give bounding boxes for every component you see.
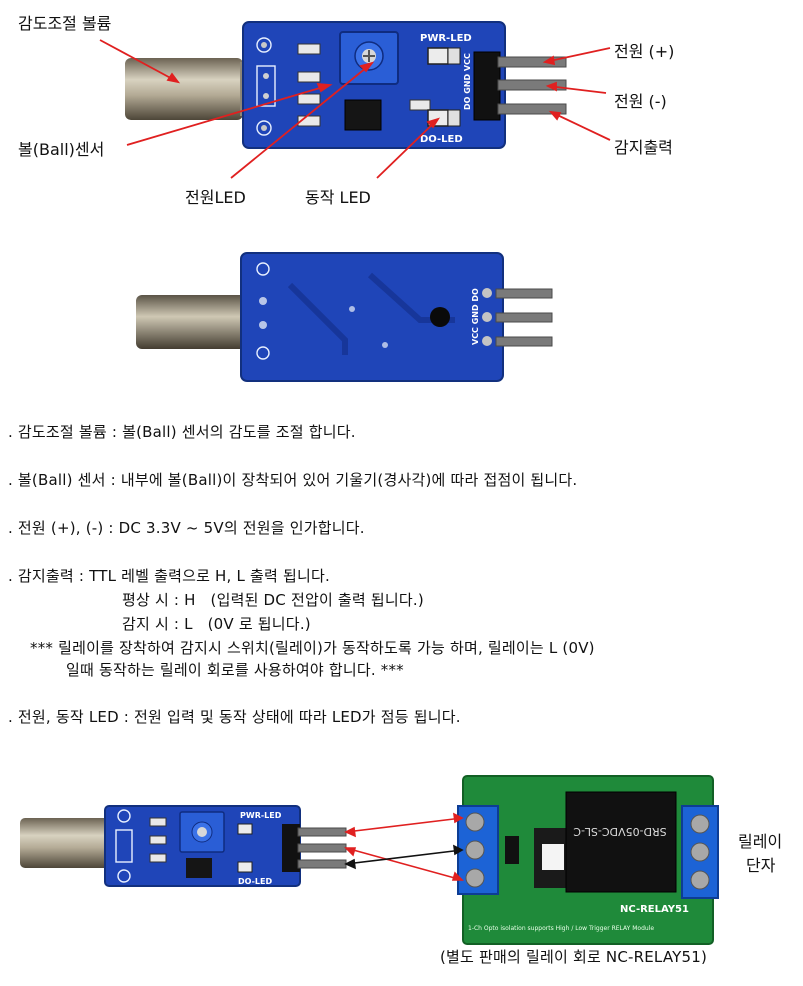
ball-sensor-cylinder-back xyxy=(136,295,246,349)
desc-relay-note-2: 일때 동작하는 릴레이 회로를 사용하여야 합니다. *** xyxy=(66,661,404,679)
ball-sensor-cylinder xyxy=(125,58,243,120)
label-relay-terminal-2: 단자 xyxy=(746,856,776,875)
pin-header xyxy=(473,51,501,121)
desc-sense-output: . 감지출력 : TTL 레벨 출력으로 H, L 출력 됩니다. xyxy=(8,567,330,585)
label-power-plus: 전원 (+) xyxy=(614,42,675,61)
pwr-led xyxy=(427,47,449,65)
silk-do-led: DO-LED xyxy=(420,134,463,145)
silk-pwr-led-small: PWR-LED xyxy=(240,811,282,820)
desc-normal-state: 평상 시 : H (입력된 DC 전압이 출력 됩니다.) xyxy=(122,591,424,609)
silk-pins-back: VCC GND DO xyxy=(471,288,480,345)
silk-pwr-led: PWR-LED xyxy=(420,33,472,44)
desc-relay-note-1: *** 릴레이를 장착하여 감지시 스위치(릴레이)가 동작하도록 가능 하며,… xyxy=(30,639,595,657)
relay-block-text: SRD-05VDC-SL-C xyxy=(573,825,667,838)
desc-ball-sensor: . 볼(Ball) 센서 : 내부에 볼(Ball)이 장착되어 있어 기울기(… xyxy=(8,471,578,489)
label-sensitivity-pot: 감도조절 볼륨 xyxy=(18,14,112,33)
relay-block xyxy=(565,791,677,893)
relay-caption: (별도 판매의 릴레이 회로 NC-RELAY51) xyxy=(440,948,708,966)
relay-board-subtitle: 1-Ch Opto isolation supports High / Low … xyxy=(468,925,654,932)
label-action-led: 동작 LED xyxy=(305,188,371,207)
desc-detect-state: 감지 시 : L (0V 로 됩니다.) xyxy=(122,615,311,633)
wiring-red-arrows xyxy=(344,812,464,881)
callout-arrows xyxy=(99,39,611,179)
desc-sensitivity-pot: . 감도조절 볼륨 : 볼(Ball) 센서의 감도를 조절 합니다. xyxy=(8,423,356,441)
wiring-black-arrow xyxy=(344,844,464,870)
relay-board-name: NC-RELAY51 xyxy=(620,904,689,915)
desc-leds: . 전원, 동작 LED : 전원 입력 및 동작 상태에 따라 LED가 점등… xyxy=(8,708,461,726)
label-ball-sensor: 볼(Ball)센서 xyxy=(18,140,105,159)
silk-pins-front: DO GND VCC xyxy=(463,53,472,110)
label-power-led: 전원LED xyxy=(185,188,246,207)
sensor-pcb-back xyxy=(240,252,504,382)
silk-do-led-small: DO-LED xyxy=(238,877,272,886)
desc-power: . 전원 (+), (-) : DC 3.3V ~ 5V의 전원을 인가합니다. xyxy=(8,519,365,537)
ic-chip xyxy=(344,99,382,131)
sensor-board-front: PWR-LED DO-LED DO GND VCC xyxy=(99,21,611,179)
label-power-minus: 전원 (-) xyxy=(614,92,667,111)
sensor-relay-wiring: PWR-LED DO-LED SRD-05VDC-SL-C NC-RELAY51… xyxy=(20,775,719,945)
label-relay-terminal-1: 릴레이 xyxy=(738,832,783,851)
sensor-board-back: VCC GND DO xyxy=(136,252,553,382)
label-sense-output: 감지출력 xyxy=(614,138,673,157)
